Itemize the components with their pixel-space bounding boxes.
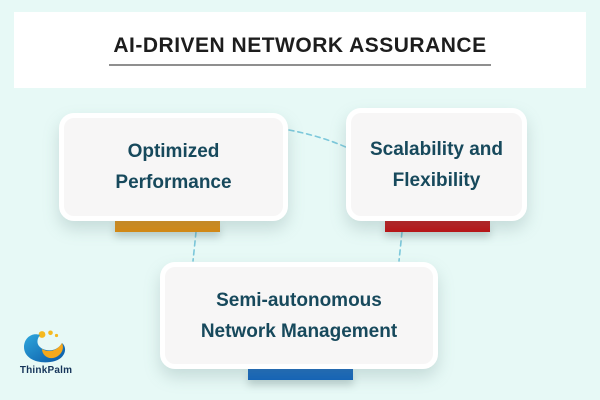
accent-bar-blue	[248, 369, 353, 380]
connector-card1-card2	[288, 129, 351, 150]
accent-bar-orange	[115, 221, 220, 232]
connector-card2-card3	[398, 231, 403, 262]
logo-crescent-shape	[42, 343, 63, 359]
card-label: Scalability and Flexibility	[370, 134, 503, 196]
header-band: AI-DRIVEN NETWORK ASSURANCE	[14, 12, 586, 88]
card-label-line1: Scalability and	[369, 138, 504, 160]
thinkpalm-wordmark: ThinkPalm	[19, 365, 73, 376]
connector-card1-card3	[192, 231, 197, 262]
card-label-line2: Performance	[115, 172, 232, 193]
card-semi-autonomous-network-management: Semi-autonomous Network Management	[160, 262, 438, 369]
card-optimized-performance: Optimized Performance	[59, 113, 288, 221]
card-label-line1: Optimized	[127, 141, 220, 162]
logo-dot-small	[54, 333, 59, 338]
page-title: AI-DRIVEN NETWORK ASSURANCE	[109, 34, 491, 66]
card-label-line1: Semi-autonomous	[216, 289, 382, 311]
card-label-line2: Flexibility	[392, 169, 481, 191]
card-scalability-flexibility: Scalability and Flexibility	[346, 108, 527, 221]
logo-dot-large	[38, 331, 46, 338]
card-label: Optimized Performance	[115, 136, 231, 198]
thinkpalm-wave-icon	[24, 330, 66, 363]
accent-bar-red	[385, 221, 490, 232]
card-label-line2: Network Management	[200, 320, 398, 342]
logo-dot-medium	[48, 330, 53, 336]
thinkpalm-logo: ThinkPalm	[18, 328, 74, 376]
card-label: Semi-autonomous Network Management	[201, 285, 397, 347]
